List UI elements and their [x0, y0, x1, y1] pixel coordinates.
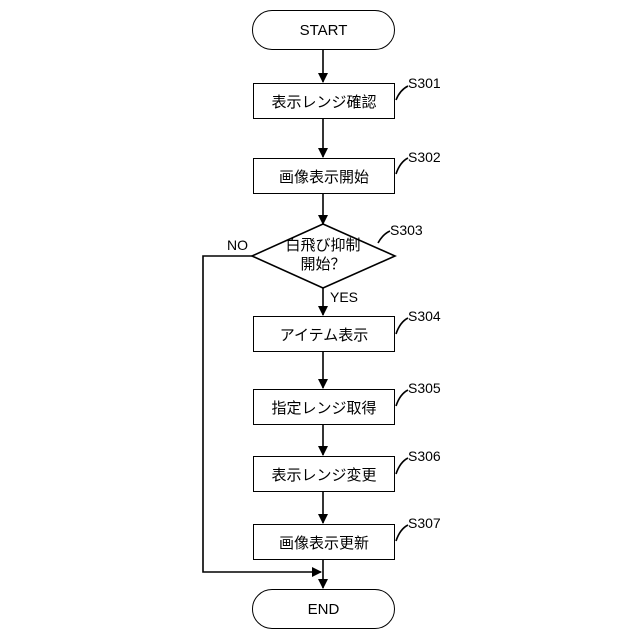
step-id-s307: S307: [408, 516, 441, 530]
end-label: END: [308, 601, 340, 618]
yes-branch-label: YES: [330, 290, 358, 304]
process-box-s305: 指定レンジ取得: [253, 389, 395, 425]
process-box-s304: アイテム表示: [253, 316, 395, 352]
leader-s304: [396, 318, 408, 334]
process-text-s301: 表示レンジ確認: [271, 91, 376, 112]
step-id-s302: S302: [408, 150, 441, 164]
process-box-s306: 表示レンジ変更: [253, 456, 395, 492]
process-text-s306: 表示レンジ変更: [271, 464, 376, 485]
process-text-s305: 指定レンジ取得: [271, 397, 376, 418]
process-text-s307: 画像表示更新: [279, 532, 369, 553]
no-branch-label: NO: [227, 238, 248, 252]
process-text-s302: 画像表示開始: [279, 166, 369, 187]
process-box-s307: 画像表示更新: [253, 524, 395, 560]
leader-s306: [396, 458, 408, 474]
end-terminal: END: [252, 589, 395, 629]
step-id-s305: S305: [408, 381, 441, 395]
leader-s307: [396, 525, 408, 541]
decision-text-line2: 開始？: [263, 255, 383, 274]
process-text-s304: アイテム表示: [280, 324, 369, 345]
leader-s301: [396, 86, 408, 100]
process-box-s302: 画像表示開始: [253, 158, 395, 194]
step-id-s301: S301: [408, 76, 441, 90]
start-terminal: START: [252, 10, 395, 50]
leader-s302: [396, 158, 408, 174]
step-id-s303: S303: [390, 223, 423, 237]
start-label: START: [300, 22, 348, 39]
process-box-s301: 表示レンジ確認: [253, 83, 395, 119]
step-id-s304: S304: [408, 309, 441, 323]
decision-text: 白飛び抑制 開始？: [263, 236, 383, 274]
leader-s305: [396, 390, 408, 406]
decision-text-line1: 白飛び抑制: [263, 236, 383, 255]
step-id-s306: S306: [408, 449, 441, 463]
